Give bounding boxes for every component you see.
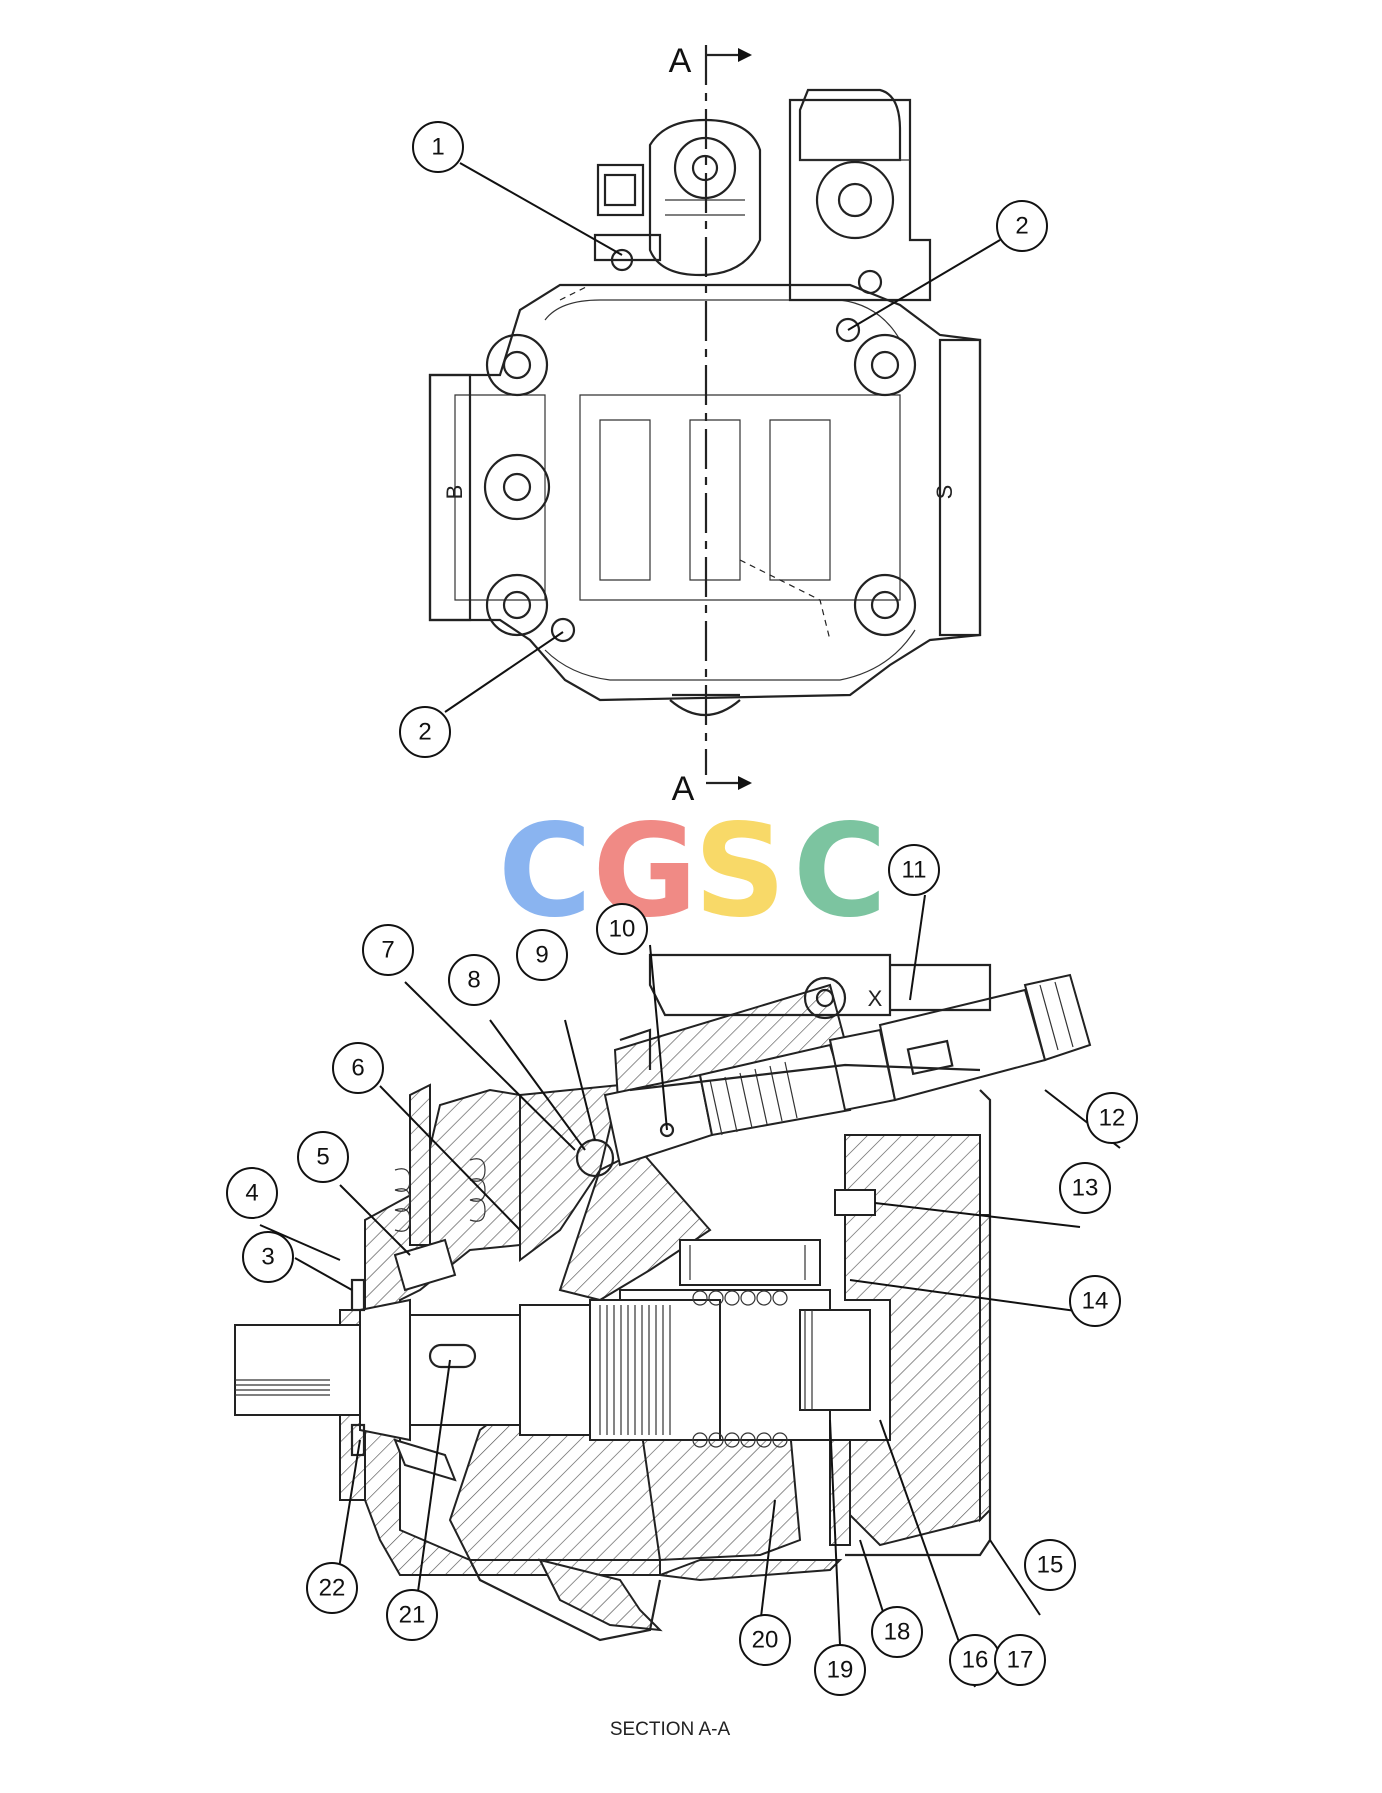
- callout-16: 16: [949, 1634, 1001, 1686]
- svg-text:3: 3: [261, 1244, 274, 1271]
- svg-text:8: 8: [467, 967, 480, 994]
- svg-text:9: 9: [535, 942, 548, 969]
- svg-text:14: 14: [1082, 1288, 1109, 1315]
- svg-text:1: 1: [431, 134, 444, 161]
- svg-text:18: 18: [884, 1619, 911, 1646]
- port-label-s: S: [932, 485, 957, 500]
- section-caption: SECTION A-A: [610, 1719, 731, 1740]
- svg-text:11: 11: [902, 857, 927, 884]
- port-label-b: B: [442, 485, 467, 500]
- callout-11: 11: [888, 844, 940, 896]
- callout-9: 9: [516, 929, 568, 981]
- watermark-logo: C G S C: [498, 797, 887, 946]
- section-marker-top: A: [669, 42, 692, 80]
- callout-6: 6: [332, 1042, 384, 1094]
- svg-text:5: 5: [316, 1144, 329, 1171]
- valve-port-label-x: X: [868, 986, 883, 1011]
- watermark-letter: S: [694, 797, 786, 946]
- callout-10: 10: [596, 903, 648, 955]
- callout-2: 2: [399, 706, 451, 758]
- callout-2: 2: [996, 200, 1048, 252]
- callout-15: 15: [1024, 1539, 1076, 1591]
- svg-text:22: 22: [319, 1575, 346, 1602]
- bolt-head: [485, 573, 549, 637]
- callout-22: 22: [306, 1562, 358, 1614]
- svg-text:2: 2: [418, 719, 431, 746]
- svg-text:21: 21: [399, 1602, 426, 1629]
- callout-13: 13: [1059, 1162, 1111, 1214]
- callout-4: 4: [226, 1167, 278, 1219]
- callout-12: 12: [1086, 1092, 1138, 1144]
- bolt-head: [853, 573, 917, 637]
- callout-19: 19: [814, 1644, 866, 1696]
- svg-text:15: 15: [1037, 1552, 1064, 1579]
- svg-text:13: 13: [1072, 1175, 1099, 1202]
- watermark-letter: C: [793, 797, 887, 946]
- port-fitting: [483, 453, 551, 521]
- svg-text:16: 16: [962, 1647, 989, 1674]
- svg-text:2: 2: [1015, 213, 1028, 240]
- callout-3: 3: [242, 1231, 294, 1283]
- svg-text:10: 10: [609, 916, 636, 943]
- bolt-head: [853, 333, 917, 397]
- callout-18: 18: [871, 1606, 923, 1658]
- svg-text:20: 20: [752, 1627, 779, 1654]
- svg-text:19: 19: [827, 1657, 854, 1684]
- callout-5: 5: [297, 1131, 349, 1183]
- callout-20: 20: [739, 1614, 791, 1666]
- callout-1: 1: [412, 121, 464, 173]
- bolt-head: [485, 333, 549, 397]
- watermark-letter: C: [498, 797, 592, 946]
- section-marker-bottom: A: [672, 770, 695, 808]
- callout-14: 14: [1069, 1275, 1121, 1327]
- leader-lines: [259, 162, 1121, 1691]
- svg-text:6: 6: [351, 1055, 364, 1082]
- top-view: B S A A: [428, 42, 982, 808]
- callout-21: 21: [386, 1589, 438, 1641]
- svg-text:7: 7: [381, 937, 394, 964]
- svg-text:12: 12: [1099, 1105, 1126, 1132]
- callout-8: 8: [448, 954, 500, 1006]
- callout-17: 17: [994, 1634, 1046, 1686]
- section-view: X: [234, 953, 1092, 1642]
- callout-7: 7: [362, 924, 414, 976]
- svg-text:17: 17: [1007, 1647, 1034, 1674]
- svg-text:4: 4: [245, 1180, 258, 1207]
